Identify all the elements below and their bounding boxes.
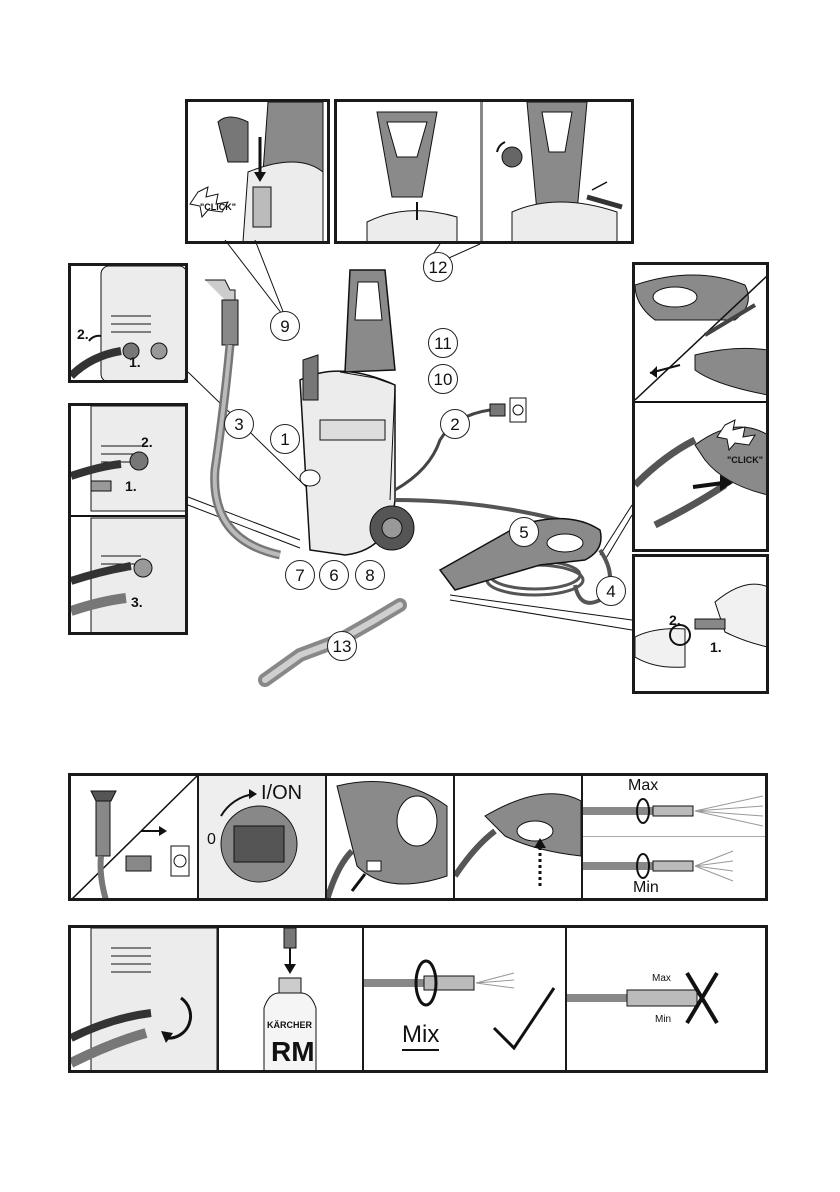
nozzle-min-label: Min bbox=[633, 879, 659, 897]
callout-8: 8 bbox=[355, 560, 385, 590]
callout-9: 9 bbox=[270, 311, 300, 341]
callout-1: 1 bbox=[270, 424, 300, 454]
callout-5: 5 bbox=[509, 517, 539, 547]
bottle-brand: KÄRCHER bbox=[267, 1020, 312, 1030]
strip-cell-release-lock bbox=[327, 776, 455, 898]
strip-cell-plug-in bbox=[71, 776, 199, 898]
strip-cell-nozzle-mix: Mix bbox=[364, 928, 567, 1070]
callout-3: 3 bbox=[224, 409, 254, 439]
operation-strip: I/ON 0 Max bbox=[68, 773, 768, 901]
strip-cell-switch: I/ON 0 bbox=[199, 776, 327, 898]
callout-6: 6 bbox=[319, 560, 349, 590]
switch-on-label: I/ON bbox=[261, 782, 302, 805]
mix-label: Mix bbox=[402, 1021, 439, 1051]
callout-2: 2 bbox=[440, 409, 470, 439]
callout-10: 10 bbox=[428, 364, 458, 394]
callout-7: 7 bbox=[285, 560, 315, 590]
wrong-max-label: Max bbox=[652, 973, 671, 984]
wrong-min-label: Min bbox=[655, 1014, 671, 1025]
switch-off-label: 0 bbox=[207, 831, 216, 849]
callout-13: 13 bbox=[327, 631, 357, 661]
bottle-code: RM bbox=[271, 1036, 315, 1068]
strip-cell-detergent-bottle: KÄRCHER RM bbox=[219, 928, 364, 1070]
strip-cell-nozzle-adjust: Max Min bbox=[583, 776, 768, 898]
callout-12: 12 bbox=[423, 252, 453, 282]
callout-11: 11 bbox=[428, 328, 458, 358]
detergent-strip: KÄRCHER RM Mix Max Min bbox=[68, 925, 768, 1073]
callout-4: 4 bbox=[596, 576, 626, 606]
strip-cell-pull-trigger bbox=[455, 776, 583, 898]
nozzle-max-label: Max bbox=[628, 777, 658, 795]
strip-cell-detergent-hose bbox=[71, 928, 219, 1070]
strip-cell-nozzle-wrong: Max Min bbox=[567, 928, 768, 1070]
pressure-washer-overview bbox=[0, 0, 840, 720]
